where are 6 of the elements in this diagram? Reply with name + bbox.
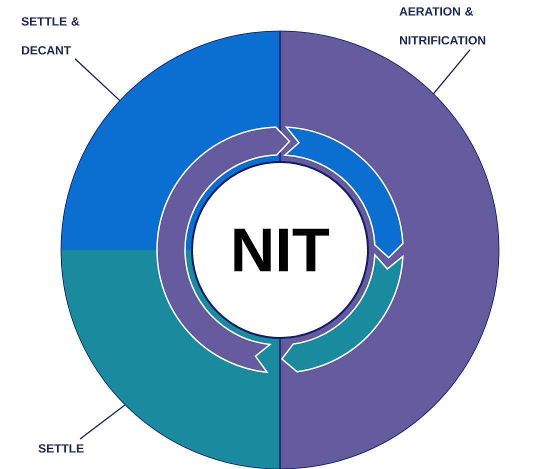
stage-label: SETTLE & DECANT (22, 17, 80, 55)
leader-line (74, 58, 120, 101)
stage-label: AERATION & NITRIFICATION (400, 7, 486, 45)
stage-label: SETTLE (38, 444, 84, 453)
leader-line (80, 404, 126, 440)
leader-line (433, 49, 470, 94)
